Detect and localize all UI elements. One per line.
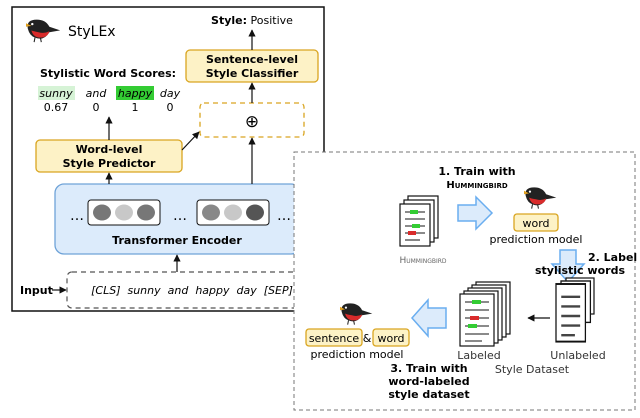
word-highlight-sunny [38,86,75,100]
arrow-predictor-to-combine [181,131,200,151]
score-happy: 1 [132,101,139,114]
step1-line1: 1. Train with [438,165,515,178]
step3-line3: style dataset [388,388,469,401]
sentence-tag: sentence [309,332,360,345]
predictor-line2: Style Predictor [63,157,156,170]
word-highlight-happy [116,86,154,100]
blue-arrow-down [550,249,586,284]
word-happy: happy [118,87,153,100]
brand-title: StyLEx [68,24,116,40]
sentence-tag-box [305,328,363,347]
input-label: Input [20,284,53,297]
input-sequence-box [66,271,318,309]
word-tag-box [513,213,559,232]
step2-line2: stylistic words [535,264,625,277]
step3-line1: 3. Train with [390,362,467,375]
blue-arrow-left [410,298,447,338]
encoder-label: Transformer Encoder [112,234,242,247]
score-sunny: 0.67 [44,101,69,114]
token-block-2 [196,199,270,226]
hummingbird-label: Hummingbird [399,256,446,266]
unlabeled-label: Unlabeled [550,349,605,362]
word-sunny: sunny [39,87,73,100]
ellipsis-middle: … [173,208,187,224]
labeled-label: Labeled [457,349,500,362]
ellipsis-left: … [70,208,84,224]
word-and: and [86,87,108,100]
hummingbird-docs-icon [399,195,439,247]
step1-line2: Hummingbird [446,180,508,191]
amp-symbol: & [363,332,372,345]
score-and: 0 [93,101,100,114]
word-tag2-box [372,328,410,347]
step2-line1: 2. Label [588,251,637,264]
classifier-line1: Sentence-level [206,53,298,66]
step3-line2: word-labeled [388,375,469,388]
blue-arrow-right [457,195,494,231]
token-block-1 [87,199,161,226]
word-day: day [160,87,181,100]
input-tokens: [CLS] sunny and happy day [SEP] [91,284,293,297]
ellipsis-right: … [277,208,291,224]
word-scores-row: sunny and happy day 0.67 0 1 0 [38,86,181,114]
predictor-line1: Word-level [76,143,143,156]
word-model-caption: prediction model [490,233,583,246]
classifier-line2: Style Classifier [206,67,299,80]
word-tag: word [522,217,549,230]
word-tag2: word [377,332,404,345]
dataset-caption: Style Dataset [495,363,570,376]
combine-symbol: ⊕ [245,112,259,132]
word-scores-title: Stylistic Word Scores: [40,67,176,80]
final-model-caption: prediction model [311,348,404,361]
labeled-docs-icon [459,281,511,347]
style-output: Style: Positive [211,14,293,27]
score-day: 0 [167,101,174,114]
